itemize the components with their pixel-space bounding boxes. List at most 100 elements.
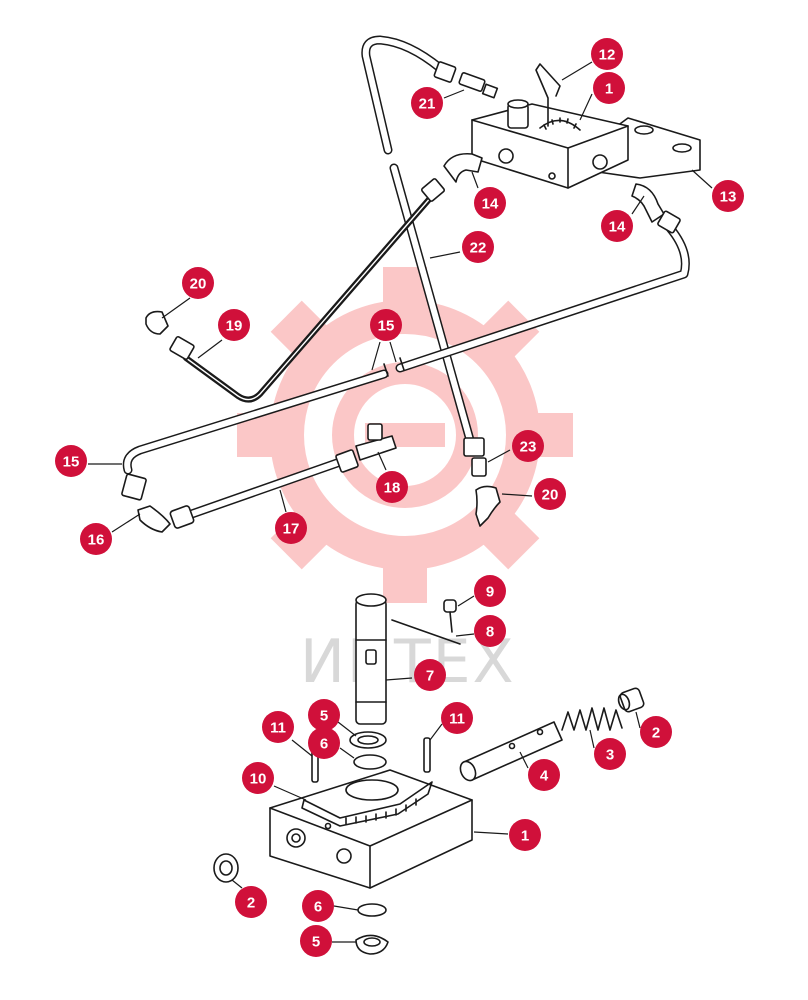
callout-badge: [474, 615, 506, 647]
callout-22: 22: [462, 231, 494, 263]
callout-16: 16: [80, 523, 112, 555]
callout-number: 20: [190, 276, 207, 293]
callout-number: 14: [609, 219, 626, 236]
callout-number: 5: [312, 934, 320, 951]
callout-badge: [594, 738, 626, 770]
valve-block-body: [471, 103, 629, 189]
callout-23: 23: [512, 430, 544, 462]
callout-badge: [462, 231, 494, 263]
callout-badge: [182, 267, 214, 299]
elbow-14-right: [631, 183, 665, 223]
callout-number: 6: [314, 899, 322, 916]
callout-5: 5: [300, 925, 332, 957]
callout-20: 20: [182, 267, 214, 299]
screw-9-shank: [449, 611, 453, 633]
block-hole: [548, 172, 556, 180]
top-port-opening: [507, 99, 529, 109]
callout-17: 17: [275, 512, 307, 544]
callout-badge: [474, 187, 506, 219]
callout-badge: [300, 925, 332, 957]
scale-ticks: [345, 798, 417, 825]
callout-badge: [528, 759, 560, 791]
callout-15: 15: [55, 445, 87, 477]
side-port-lower-2: [336, 848, 352, 864]
callout-number: 2: [652, 725, 660, 742]
hydraulic-lines: [122, 35, 690, 521]
callout-1: 1: [509, 819, 541, 851]
callout-badge: [242, 762, 274, 794]
callout-number: 11: [449, 711, 465, 728]
callout-number: 20: [542, 487, 559, 504]
callout-badge: [376, 471, 408, 503]
callout-11: 11: [262, 711, 294, 743]
callout-number: 18: [384, 480, 401, 497]
callout-badge: [534, 478, 566, 510]
fitting-20-top: [145, 310, 169, 335]
callout-number: 3: [606, 747, 614, 764]
callout-number: 13: [720, 189, 737, 206]
callout-number: 12: [599, 47, 616, 64]
callout-6: 6: [302, 890, 334, 922]
callout-badge: [80, 523, 112, 555]
callout-number: 11: [270, 720, 286, 737]
callout-20: 20: [534, 478, 566, 510]
callout-badge: [218, 309, 250, 341]
callout-14: 14: [601, 210, 633, 242]
callout-2: 2: [235, 886, 267, 918]
callout-badge: [591, 38, 623, 70]
hose-19-end-nut: [169, 336, 195, 360]
callout-13: 13: [712, 180, 744, 212]
callout-badge: [512, 430, 544, 462]
pin-8: [391, 619, 461, 645]
callout-badge: [601, 210, 633, 242]
callout-6: 6: [308, 727, 340, 759]
elbow-14-left: [443, 152, 483, 183]
callout-number: 8: [486, 624, 494, 641]
callout-badge: [275, 512, 307, 544]
callout-10: 10: [242, 762, 274, 794]
ring-5-upper: [349, 731, 387, 749]
fitting-16-nut: [121, 473, 147, 501]
callout-8: 8: [474, 615, 506, 647]
callout-3: 3: [594, 738, 626, 770]
tube-15-nut: [657, 210, 681, 234]
dial-ticks: [543, 117, 577, 130]
callout-badge: [308, 699, 340, 731]
callout-2: 2: [640, 716, 672, 748]
side-port: [498, 148, 514, 164]
callout-14: 14: [474, 187, 506, 219]
adapter-21: [458, 72, 486, 92]
callout-number: 15: [378, 318, 395, 335]
callout-21: 21: [411, 87, 443, 119]
callout-number: 2: [247, 895, 255, 912]
callout-15: 15: [370, 309, 402, 341]
elbow-20-bottom: [475, 485, 501, 527]
lever-handle: [535, 63, 561, 127]
callout-number: 23: [520, 439, 537, 456]
hose-17-end-nut: [169, 505, 195, 529]
callout-badge: [441, 702, 473, 734]
callout-9: 9: [474, 575, 506, 607]
fitting-nut: [433, 61, 457, 83]
side-port-lower: [286, 828, 306, 848]
tube-break-marks: [383, 357, 405, 377]
screw-9-head: [443, 599, 457, 613]
adapter-23: [471, 457, 487, 477]
elbow-16: [137, 505, 171, 533]
callout-number: 19: [226, 318, 243, 335]
callout-number: 16: [88, 532, 105, 549]
callout-badge: [509, 819, 541, 851]
callout-number: 1: [605, 81, 613, 98]
leader-lines: [88, 61, 713, 943]
hose-19-nut: [420, 178, 446, 202]
callout-12: 12: [591, 38, 623, 70]
callout-number: 1: [521, 828, 529, 845]
callout-18: 18: [376, 471, 408, 503]
callout-number: 10: [250, 771, 267, 788]
sleeve-4-end: [459, 760, 477, 782]
callout-number: 15: [63, 454, 80, 471]
callout-number: 4: [540, 768, 549, 785]
